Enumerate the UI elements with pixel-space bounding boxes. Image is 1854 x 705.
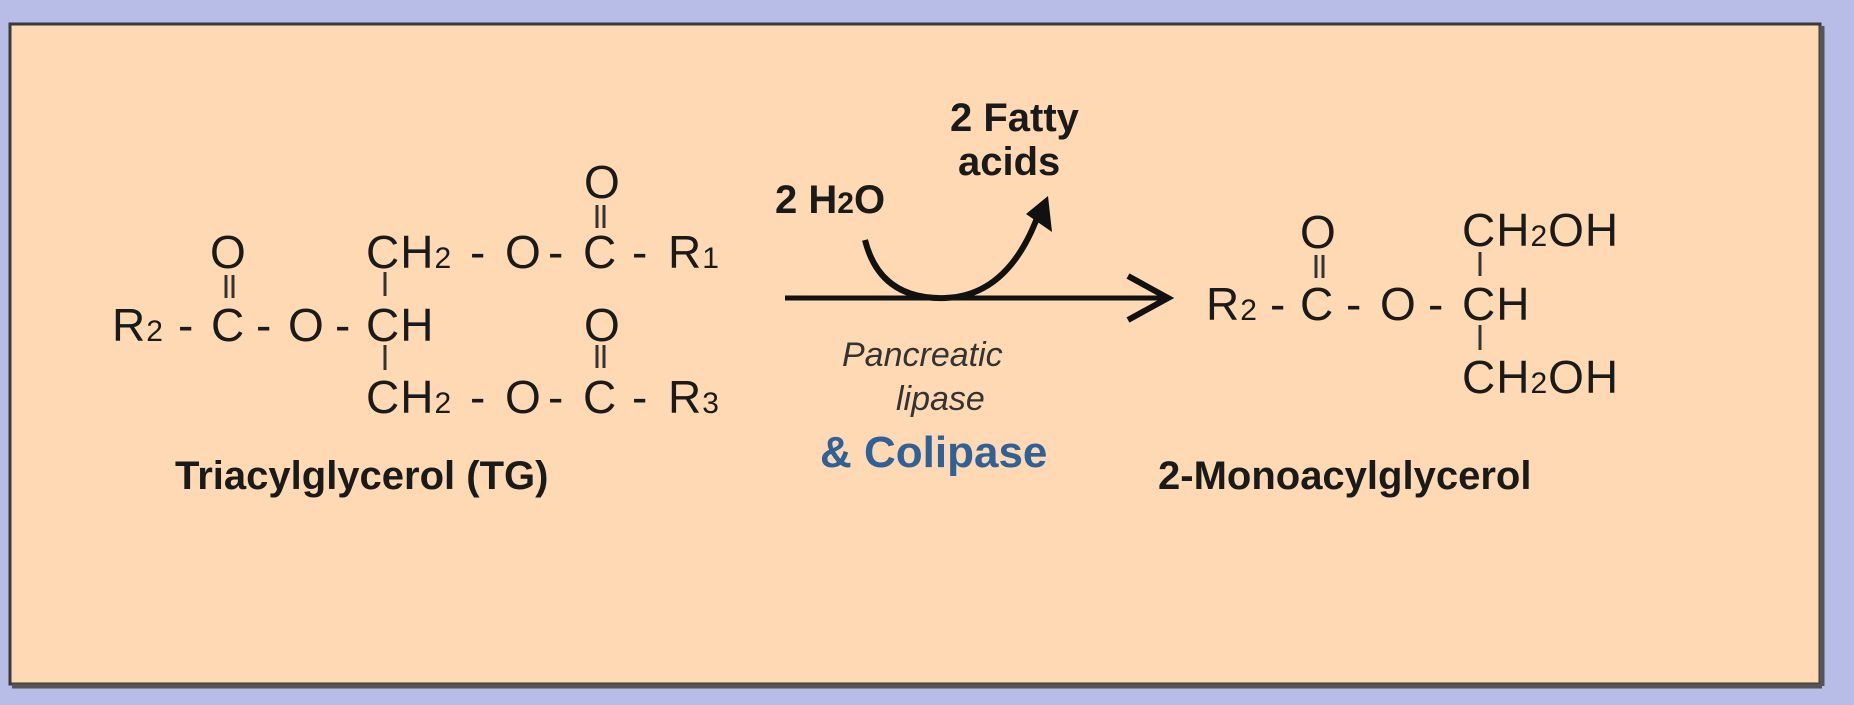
tg-bond-1: - <box>470 226 487 278</box>
tg-bond-6: - <box>335 299 352 351</box>
mg-bond-2: - <box>1346 278 1363 330</box>
tg-o-bottom: O <box>584 299 621 351</box>
water-label: 2 H2O <box>775 178 886 222</box>
mg-bond-1: - <box>1270 278 1287 330</box>
reaction-arrow-head <box>1126 273 1175 323</box>
enzyme-line1: Pancreatic <box>842 336 1003 374</box>
product-label: 2-Monoacylglycerol <box>1158 454 1532 498</box>
tg-ch2-top: CH2 <box>366 226 453 278</box>
tg-bond-2: - <box>548 226 565 278</box>
fatty-acids-line1: 2 Fatty <box>950 96 1079 140</box>
mg-ch2oh-bottom: CH2OH <box>1462 351 1620 403</box>
reactant-label: Triacylglycerol (TG) <box>175 454 549 498</box>
tg-bond-4: - <box>178 299 195 351</box>
mg-c: C <box>1300 278 1335 330</box>
tg-bond-8: - <box>548 371 565 423</box>
mg-bond-3: - <box>1428 278 1445 330</box>
tg-c-left: C <box>211 299 246 351</box>
tg-o-ester-bottom: O <box>505 371 542 423</box>
tg-bond-9: - <box>632 371 649 423</box>
tg-bond-5: - <box>256 299 273 351</box>
mg-o-top: O <box>1300 206 1337 258</box>
mg-ch: CH <box>1462 278 1531 330</box>
colipase-label: & Colipase <box>820 428 1048 477</box>
tg-o-ester-top: O <box>505 226 542 278</box>
tg-bond-7: - <box>470 371 487 423</box>
mg-ch2oh-top: CH2OH <box>1462 204 1620 256</box>
tg-c-top: C <box>583 226 618 278</box>
tg-ch: CH <box>366 299 435 351</box>
enzyme-line2: lipase <box>896 380 985 418</box>
tg-o-ester-left: O <box>288 299 325 351</box>
tg-o-left: O <box>210 226 247 278</box>
tg-c-bottom: C <box>583 371 618 423</box>
tg-bond-3: - <box>632 226 649 278</box>
fatty-acids-line2: acids <box>958 140 1061 184</box>
tg-r2: R2 <box>112 299 164 351</box>
curved-arrow <box>862 209 1043 302</box>
mg-r2: R2 <box>1206 278 1258 330</box>
curved-arrow-head <box>1026 196 1052 232</box>
panel-box <box>8 22 1822 686</box>
tg-ch2-bottom: CH2 <box>366 371 453 423</box>
tg-r1: R1 <box>668 226 720 278</box>
tg-o-top: O <box>584 156 621 208</box>
tg-r3: R3 <box>668 371 720 423</box>
mg-o-ester: O <box>1380 278 1417 330</box>
